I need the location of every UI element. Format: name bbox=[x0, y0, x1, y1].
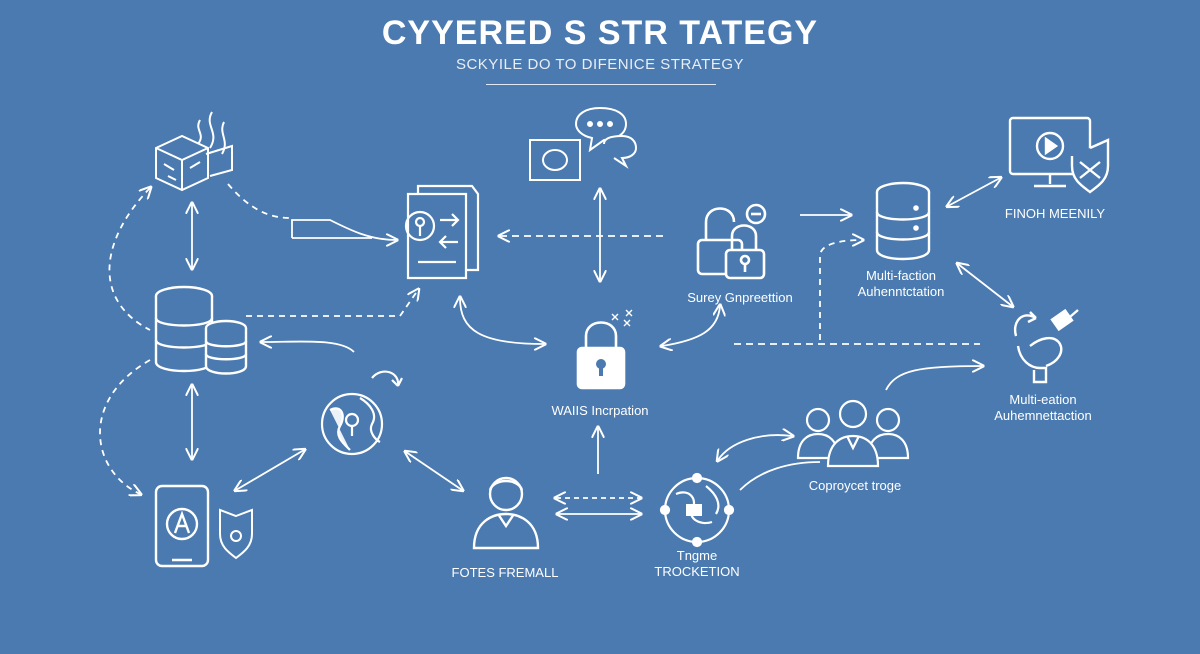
center-encryption-label: WAIIS Incrpation bbox=[551, 403, 649, 418]
survey-protection-label: Surey Gnpreettion bbox=[687, 290, 793, 305]
person-label: FOTES FREMALL bbox=[451, 565, 559, 580]
connector-team-hand bbox=[885, 366, 982, 391]
connector-globe-phone bbox=[236, 450, 304, 490]
globe-lock-icon bbox=[320, 370, 403, 456]
multi-factor-auth-label-2: Auhenntctation bbox=[857, 284, 945, 299]
hand-gear-icon bbox=[1013, 308, 1079, 384]
padlock-pair-icon bbox=[696, 203, 767, 280]
database-icon bbox=[154, 285, 248, 375]
connector-dashed-db bbox=[819, 240, 862, 340]
connector-arrow-doc bbox=[291, 219, 396, 240]
connector-db-phone-dashed bbox=[99, 359, 151, 494]
diagram-title: CYYERED S STR TATEGY bbox=[381, 14, 819, 52]
team-label: Coproycet troge bbox=[808, 478, 902, 493]
connector-center-survey bbox=[662, 306, 720, 346]
multi-auth-label-1: Multi-eation bbox=[1009, 392, 1077, 407]
connector-db-hand bbox=[958, 264, 1012, 306]
connectors bbox=[99, 178, 1012, 514]
connector-globe-team bbox=[739, 461, 821, 491]
shield-gear-icon bbox=[219, 508, 253, 560]
team-icon bbox=[796, 399, 910, 468]
monitor-label: FINOH MEENILY bbox=[1004, 206, 1106, 221]
multi-factor-auth-label-1: Multi-faction bbox=[865, 268, 937, 283]
connector-cube-db-dashed bbox=[108, 188, 150, 331]
mobile-phone-icon bbox=[154, 484, 210, 568]
document-key-icon bbox=[404, 184, 480, 280]
globe-label-2: TROCKETION bbox=[654, 564, 740, 579]
connector-db-doc-dashed bbox=[246, 290, 418, 317]
connector-cube-doc-dashed bbox=[227, 183, 291, 219]
multi-auth-label-2: Auhemnettaction bbox=[994, 408, 1092, 423]
connector-team-globe bbox=[718, 435, 792, 460]
globe-label-1: Tngme bbox=[676, 548, 718, 563]
monitor-shield-icon bbox=[1008, 116, 1110, 194]
person-icon bbox=[472, 476, 540, 550]
padlock-icon bbox=[576, 309, 633, 390]
database-icon bbox=[875, 181, 931, 261]
connector-db-monitor bbox=[948, 178, 1000, 206]
title-divider bbox=[486, 84, 716, 85]
connector-globe-person bbox=[406, 452, 462, 490]
globe-network-icon bbox=[659, 472, 735, 548]
money-chat-icon bbox=[529, 106, 638, 181]
connector-doc-center bbox=[460, 298, 544, 344]
burning-cube-icon bbox=[155, 111, 233, 192]
connector-globe-db bbox=[262, 341, 355, 353]
diagram-subtitle: SCKYILE DO TO DIFENICE STRATEGY bbox=[455, 56, 745, 73]
